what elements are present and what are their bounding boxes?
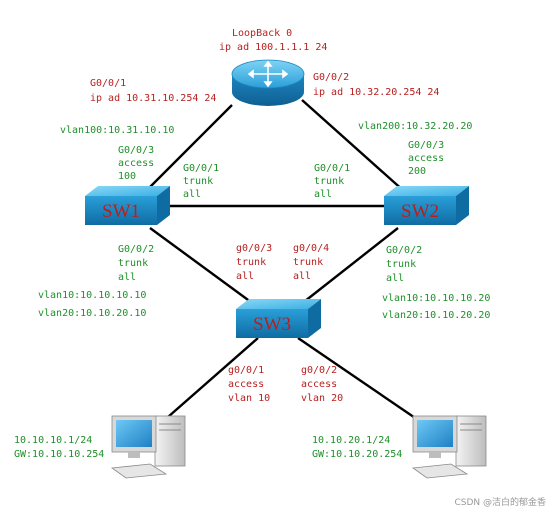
sw1-g001-vlan: all [183,189,201,200]
sw3-g003-mode: trunk [236,257,266,268]
router-loopback-name: LoopBack 0 [232,28,292,39]
router-loopback-ip: ip ad 100.1.1.1 24 [219,42,327,53]
sw2-g002-vlan: all [386,273,404,284]
router-g001-name: G0/0/1 [90,78,126,89]
sw2-g001-mode: trunk [314,176,344,187]
sw2-g002-name: G0/0/2 [386,245,422,256]
switch-sw1-icon[interactable]: SW1 [85,186,170,225]
router-g002-name: G0/0/2 [313,72,349,83]
watermark: CSDN @洁白的郁金香 [454,496,546,508]
sw1-vlan10-ip: vlan10:10.10.10.10 [38,290,146,301]
sw2-g003-mode: access [408,153,444,164]
sw1-g002-mode: trunk [118,258,148,269]
sw2-g003-name: G0/0/3 [408,140,444,151]
sw1-name: SW1 [102,201,140,222]
switch-sw2-icon[interactable]: SW2 [384,186,469,225]
link-sw3-pc2 [297,337,425,425]
pc2-ip: 10.10.20.1/24 [312,435,390,446]
sw1-vlan20-ip: vlan20:10.10.20.10 [38,308,146,319]
sw3-g003-name: g0/0/3 [236,243,272,254]
pc1-ip: 10.10.10.1/24 [14,435,92,446]
sw2-vlan20-ip: vlan20:10.10.20.20 [382,310,490,321]
sw3-g004-vlan: all [293,271,311,282]
sw3-g002-vlan: vlan 20 [301,393,343,404]
link-sw1-sw3 [149,227,256,306]
sw2-vlanif-label: vlan200:10.32.20.20 [358,121,472,132]
sw3-g002-mode: access [301,379,337,390]
pc1-icon[interactable] [110,415,186,479]
sw3-g001-vlan: vlan 10 [228,393,270,404]
sw2-g001-vlan: all [314,189,332,200]
sw2-g002-mode: trunk [386,259,416,270]
router-icon[interactable] [231,59,305,106]
sw1-g003-name: G0/0/3 [118,145,154,156]
sw3-name: SW3 [253,314,291,335]
sw3-g003-vlan: all [236,271,254,282]
sw3-g002-name: g0/0/2 [301,365,337,376]
sw1-g003-vlan: 100 [118,171,136,182]
router-g001-ip: ip ad 10.31.10.254 24 [90,93,216,104]
sw1-vlanif-label: vlan100:10.31.10.10 [60,125,174,136]
pc2-icon[interactable] [411,415,487,479]
sw2-vlan10-ip: vlan10:10.10.10.20 [382,293,490,304]
link-sw2-sw3 [299,227,399,306]
sw3-g004-name: g0/0/4 [293,243,329,254]
sw1-g002-vlan: all [118,272,136,283]
sw2-g003-vlan: 200 [408,166,426,177]
link-router-sw1 [144,104,233,193]
sw3-g001-mode: access [228,379,264,390]
sw3-g004-mode: trunk [293,257,323,268]
sw2-g001-name: G0/0/1 [314,163,350,174]
sw3-g001-name: g0/0/1 [228,365,264,376]
link-router-sw2 [301,99,406,193]
sw1-g001-mode: trunk [183,176,213,187]
sw1-g002-name: G0/0/2 [118,244,154,255]
sw1-g003-mode: access [118,158,154,169]
link-sw3-pc1 [159,337,259,425]
switch-sw3-icon[interactable]: SW3 [236,299,321,338]
sw1-g001-name: G0/0/1 [183,163,219,174]
sw2-name: SW2 [401,201,439,222]
links [144,99,425,425]
router-g002-ip: ip ad 10.32.20.254 24 [313,87,439,98]
pc1-gateway: GW:10.10.10.254 [14,449,104,460]
pc2-gateway: GW:10.10.20.254 [312,449,402,460]
